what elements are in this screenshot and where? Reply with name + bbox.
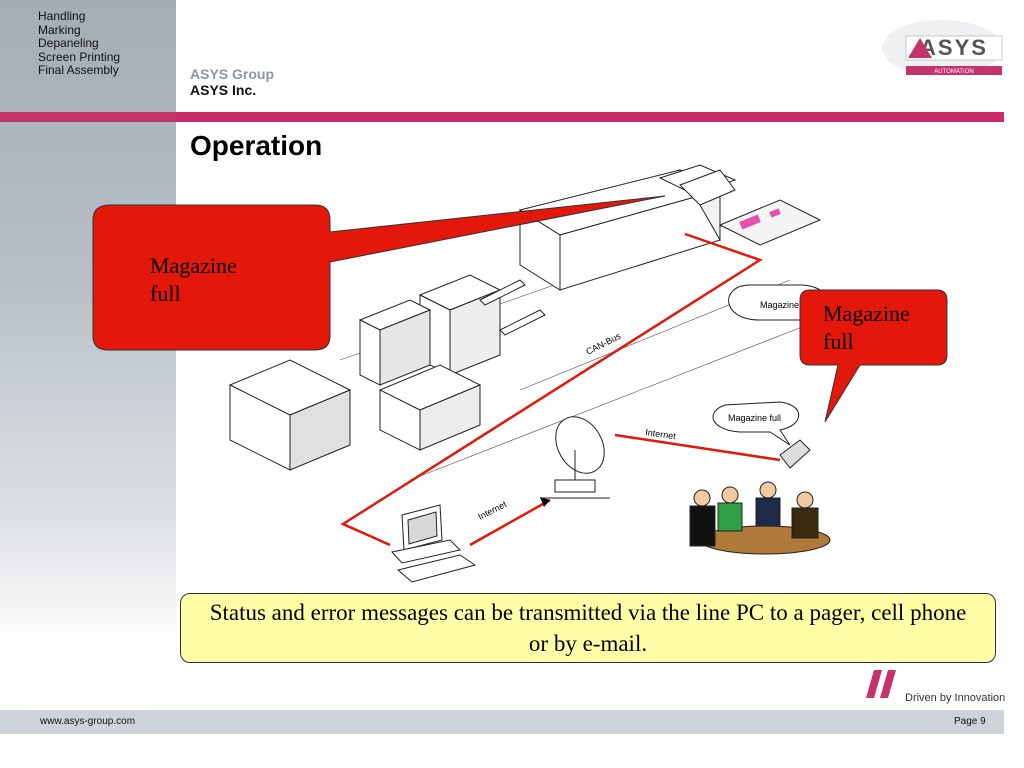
slash-logo-icon <box>866 670 896 698</box>
satellite-dish <box>540 416 610 499</box>
bubble-top-text: Magazine <box>760 300 799 310</box>
logo-text: ASYS <box>920 35 988 60</box>
brand-inc: ASYS Inc. <box>190 82 257 98</box>
callout-right-shape <box>799 289 948 423</box>
sidebar-item-depaneling[interactable]: Depaneling <box>38 36 99 50</box>
callout-left-shape <box>92 195 666 351</box>
line-pc <box>391 504 477 583</box>
sidebar-nav: Handling Marking Depaneling Screen Print… <box>38 9 121 78</box>
callout-left-text: Magazine full <box>150 253 237 306</box>
status-message-text: Status and error messages can be transmi… <box>209 600 967 656</box>
sidebar-item-screen-printing[interactable]: Screen Printing <box>38 49 121 64</box>
header-accent-bar <box>0 112 1004 122</box>
operation-diagram: Magazine CAN-Bus Internet Internet Magaz… <box>228 164 860 583</box>
footer-bar <box>0 710 1004 734</box>
brand-group: ASYS Group <box>190 66 275 82</box>
sidebar-item-final-assembly[interactable]: Final Assembly <box>38 63 119 77</box>
page-number: Page 9 <box>954 716 986 727</box>
status-message-box: Status and error messages can be transmi… <box>180 593 996 663</box>
asys-logo: ASYS AUTOMATION <box>882 20 1003 76</box>
bubble-phone-text: Magazine full <box>728 413 781 423</box>
meeting-people-illustration <box>670 480 860 560</box>
sidebar-item-handling[interactable]: Handling <box>38 9 86 23</box>
message-bubble-phone <box>712 401 800 446</box>
control-panel <box>718 199 822 246</box>
sidebar-item-marking[interactable]: Marking <box>38 22 81 37</box>
internet-upper-label: Internet <box>645 427 677 441</box>
tagline: Driven by Innovation <box>905 692 1006 704</box>
cell-phone <box>779 439 811 469</box>
page-title: Operation <box>190 130 323 161</box>
logo-tag: AUTOMATION <box>934 69 973 75</box>
footer-url[interactable]: www.asys-group.com <box>40 716 136 727</box>
callout-right-text: Magazine full <box>823 301 910 354</box>
